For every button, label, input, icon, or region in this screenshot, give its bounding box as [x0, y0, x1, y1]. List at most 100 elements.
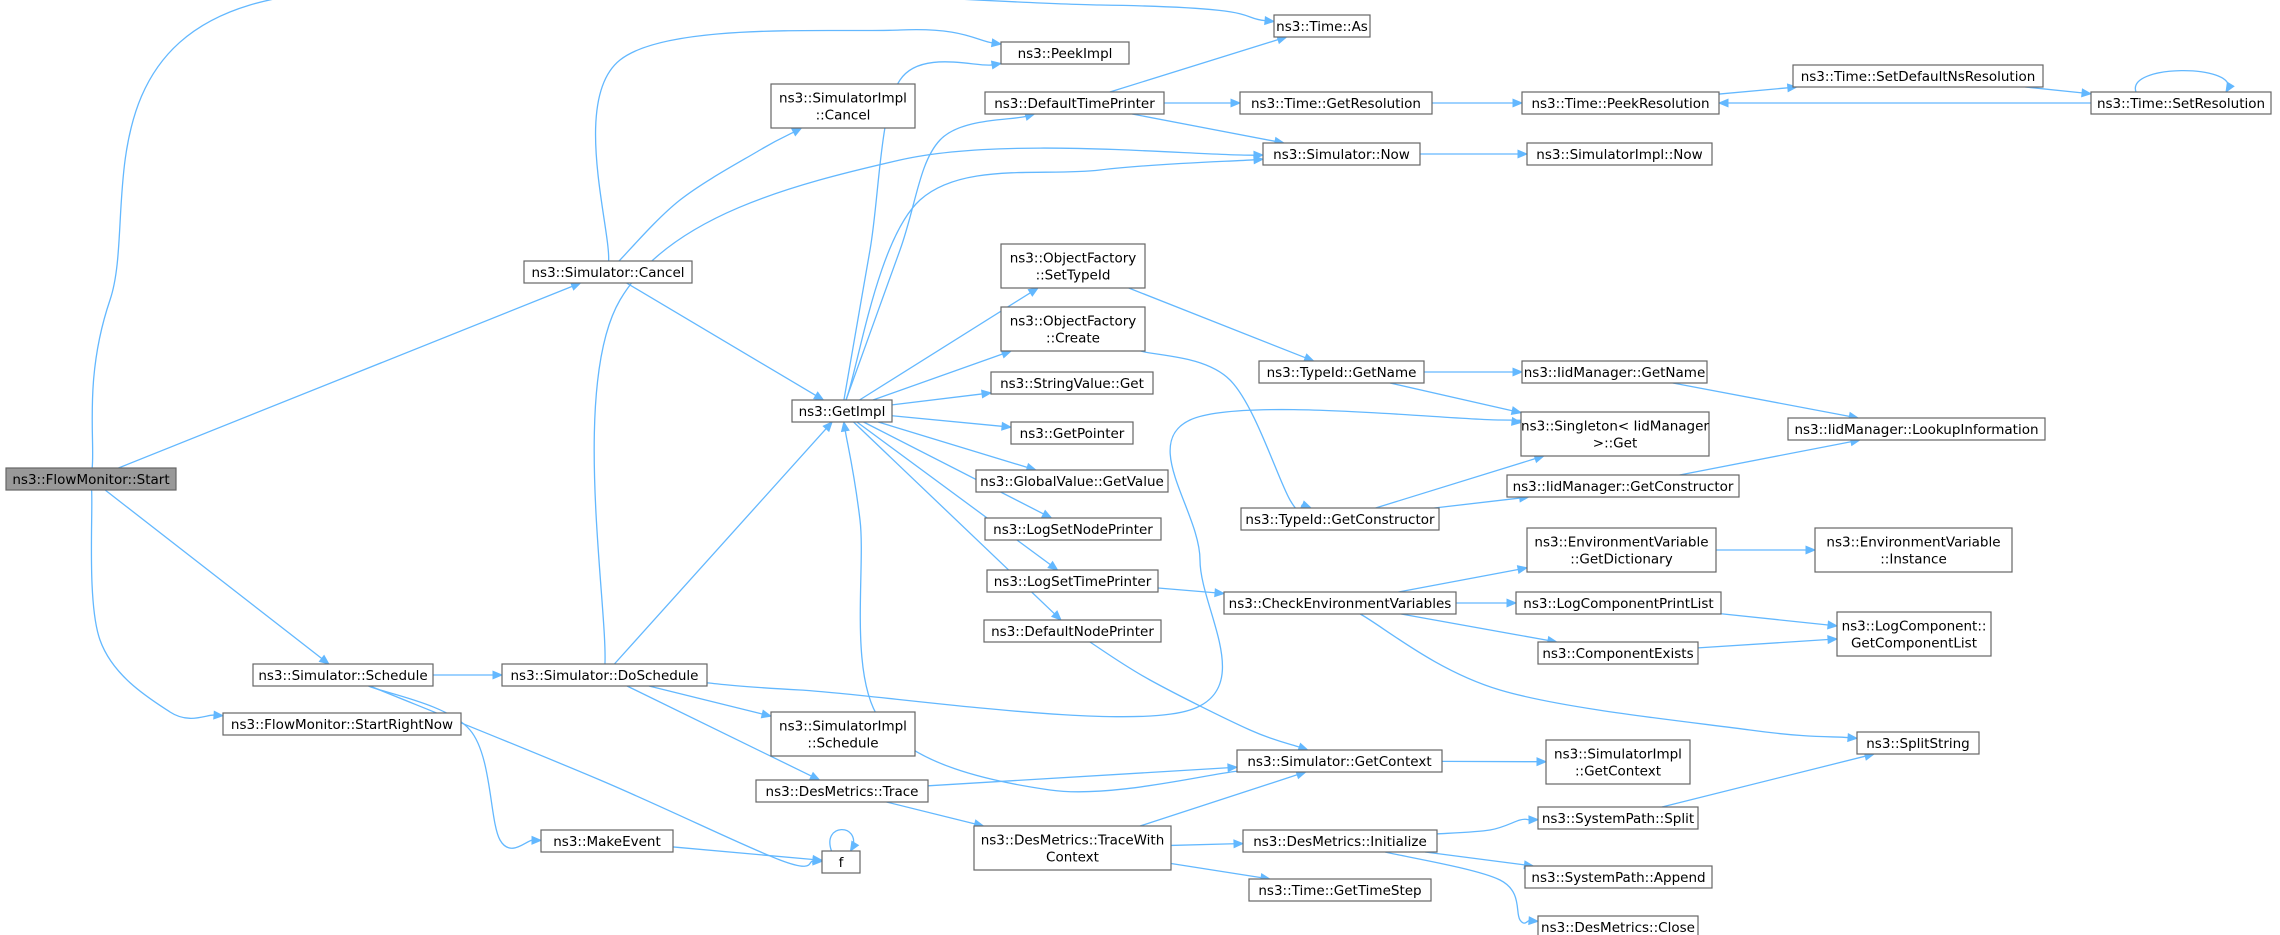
node-peekimpl[interactable]: ns3::PeekImpl [1000, 41, 1130, 65]
node-label: ns3::MakeEvent [553, 834, 661, 850]
node-time-setresolution[interactable]: ns3::Time::SetResolution [2090, 91, 2272, 115]
nodes-layer: ns3::FlowMonitor::Start ns3::Time::Asns3:… [5, 14, 2272, 935]
edge-getimpl-to-sim-now [845, 159, 1255, 401]
node-label: ns3::DesMetrics::Trace [766, 784, 919, 800]
node-box [1792, 64, 2044, 88]
node-label: ns3::FlowMonitor::StartRightNow [231, 717, 453, 733]
edge-of-create-to-typeid-getconstructor-arrowhead [1300, 500, 1313, 509]
edge-sim-now-to-simimpl-now-arrowhead [1517, 149, 1529, 159]
edge-checkenv-to-splitstring [1359, 613, 1849, 739]
edge-logcompprintlist-to-logcomp-getlist [1720, 613, 1829, 626]
node-globalvalue-getvalue[interactable]: ns3::GlobalValue::GetValue [975, 469, 1169, 493]
node-simimpl-schedule[interactable]: ns3::SimulatorImpl::Schedule [770, 711, 916, 757]
node-label: ns3::LogComponent:: [1842, 619, 1987, 635]
node-box [222, 712, 462, 736]
node-systempath-split[interactable]: ns3::SystemPath::Split [1537, 806, 1699, 830]
edge-sim-getcontext-to-simimpl-getcontext-arrowhead [1536, 757, 1548, 767]
node-start[interactable]: ns3::FlowMonitor::Start [5, 467, 177, 491]
node-f[interactable]: f [821, 850, 861, 874]
node-desmetrics-trace[interactable]: ns3::DesMetrics::Trace [755, 779, 929, 803]
edge-time-setresolution-to-time-setresolution-arrowhead [2225, 81, 2235, 94]
node-simimpl-cancel[interactable]: ns3::SimulatorImpl::Cancel [770, 83, 916, 129]
node-box [1814, 527, 2013, 573]
node-sim-now[interactable]: ns3::Simulator::Now [1262, 142, 1421, 166]
node-logsetnodeprinter[interactable]: ns3::LogSetNodePrinter [984, 517, 1162, 541]
node-label: ns3::SplitString [1866, 736, 1970, 752]
node-label: ns3::EnvironmentVariable [1534, 535, 1708, 551]
node-logcompprintlist[interactable]: ns3::LogComponentPrintList [1515, 591, 1722, 615]
node-simimpl-now[interactable]: ns3::SimulatorImpl::Now [1526, 142, 1713, 166]
node-box [984, 517, 1162, 541]
edge-of-settypeid-to-typeid-getname-arrowhead [1303, 353, 1315, 362]
edge-sim-doschedule-to-desmetrics-trace [626, 685, 812, 777]
node-splitstring[interactable]: ns3::SplitString [1856, 731, 1980, 755]
node-label: ns3::Simulator::Now [1273, 147, 1410, 163]
node-sim-getcontext[interactable]: ns3::Simulator::GetContext [1236, 749, 1443, 773]
edge-sim-doschedule-to-simimpl-schedule-arrowhead [760, 709, 773, 719]
node-of-create[interactable]: ns3::ObjectFactory::Create [1000, 306, 1146, 352]
node-box [1537, 641, 1699, 665]
edge-getimpl-to-logsettimeprinter-arrowhead [1047, 560, 1059, 571]
node-box [1787, 417, 2046, 441]
node-time-getresolution[interactable]: ns3::Time::GetResolution [1239, 91, 1433, 115]
edge-start-to-time-as [91, 0, 1266, 469]
node-startrightnow[interactable]: ns3::FlowMonitor::StartRightNow [222, 712, 462, 736]
edge-start-to-time-as-arrowhead [1264, 16, 1276, 26]
edge-start-to-sim-schedule [104, 489, 323, 659]
node-label: ns3::IidManager::LookupInformation [1794, 422, 2038, 438]
node-makeevent[interactable]: ns3::MakeEvent [540, 829, 674, 853]
edge-getimpl-to-peekimpl-arrowhead [990, 60, 1003, 70]
node-box [523, 260, 693, 284]
node-label: ns3::ObjectFactory [1010, 314, 1137, 330]
node-iidm-lookup[interactable]: ns3::IidManager::LookupInformation [1787, 417, 2046, 441]
edge-typeid-getname-to-singleton-get-arrowhead [1510, 406, 1523, 416]
node-sim-cancel[interactable]: ns3::Simulator::Cancel [523, 260, 693, 284]
edge-sim-doschedule-to-getimpl [613, 428, 827, 665]
node-label: ::Cancel [816, 108, 871, 124]
edge-start-to-startrightnow [90, 489, 215, 719]
node-logsettimeprinter[interactable]: ns3::LogSetTimePrinter [986, 569, 1159, 593]
node-typeid-getname[interactable]: ns3::TypeId::GetName [1258, 360, 1425, 384]
node-typeid-getconstructor[interactable]: ns3::TypeId::GetConstructor [1240, 507, 1440, 531]
node-envvar-getdict[interactable]: ns3::EnvironmentVariable::GetDictionary [1526, 527, 1717, 573]
node-label: ns3::CheckEnvironmentVariables [1229, 596, 1452, 612]
node-getpointer[interactable]: ns3::GetPointer [1010, 421, 1134, 445]
node-label: ns3::SystemPath::Split [1542, 811, 1694, 827]
node-singleton-get[interactable]: ns3::Singleton< IidManager >::Get [1520, 411, 1710, 457]
edge-desmetrics-tracewithcontext-to-desmetrics-initialize [1170, 843, 1235, 847]
node-label: ::SetTypeId [1036, 268, 1111, 284]
node-checkenv[interactable]: ns3::CheckEnvironmentVariables [1223, 591, 1457, 615]
node-desmetrics-close[interactable]: ns3::DesMetrics::Close [1537, 915, 1699, 935]
node-iidm-getconstructor[interactable]: ns3::IidManager::GetConstructor [1506, 474, 1740, 498]
node-of-settypeid[interactable]: ns3::ObjectFactory::SetTypeId [1000, 243, 1146, 289]
node-label: ns3::SystemPath::Append [1531, 870, 1705, 886]
node-defaultnodeprinter[interactable]: ns3::DefaultNodePrinter [983, 619, 1162, 643]
node-label: ns3::ComponentExists [1542, 646, 1693, 662]
node-sim-schedule[interactable]: ns3::Simulator::Schedule [252, 663, 434, 687]
node-iidm-getname[interactable]: ns3::IidManager::GetName [1521, 360, 1708, 384]
node-systempath-append[interactable]: ns3::SystemPath::Append [1524, 865, 1713, 889]
node-time-gettimestep[interactable]: ns3::Time::GetTimeStep [1248, 878, 1432, 902]
node-time-peekresolution[interactable]: ns3::Time::PeekResolution [1521, 91, 1720, 115]
node-box [252, 663, 434, 687]
node-logcomp-getlist[interactable]: ns3::LogComponent::GetComponentList [1836, 611, 1992, 657]
node-label: ns3::LogSetNodePrinter [993, 522, 1153, 538]
edge-sim-doschedule-to-singleton-get [706, 408, 1528, 718]
node-defaulttimeprinter[interactable]: ns3::DefaultTimePrinter [984, 91, 1165, 115]
node-desmetrics-initialize[interactable]: ns3::DesMetrics::Initialize [1242, 829, 1438, 853]
node-time-as[interactable]: ns3::Time::As [1273, 14, 1371, 38]
edge-defaulttimeprinter-to-sim-now [1131, 113, 1276, 142]
node-getimpl[interactable]: ns3::GetImpl [791, 399, 893, 423]
node-componentexists[interactable]: ns3::ComponentExists [1537, 641, 1699, 665]
edge-sim-getcontext-to-getimpl-arrowhead [840, 420, 850, 433]
edge-sim-cancel-to-simimpl-cancel [618, 131, 794, 262]
node-simimpl-getcontext[interactable]: ns3::SimulatorImpl::GetContext [1545, 739, 1691, 785]
node-sim-doschedule[interactable]: ns3::Simulator::DoSchedule [501, 663, 708, 687]
node-box [1000, 41, 1130, 65]
node-label: ::Instance [1880, 552, 1947, 568]
node-envvar-instance[interactable]: ns3::EnvironmentVariable::Instance [1814, 527, 2013, 573]
node-stringvalue-get[interactable]: ns3::StringValue::Get [990, 371, 1154, 395]
node-label: ns3::SimulatorImpl [1554, 747, 1682, 763]
node-time-setdefaultns[interactable]: ns3::Time::SetDefaultNsResolution [1792, 64, 2044, 88]
